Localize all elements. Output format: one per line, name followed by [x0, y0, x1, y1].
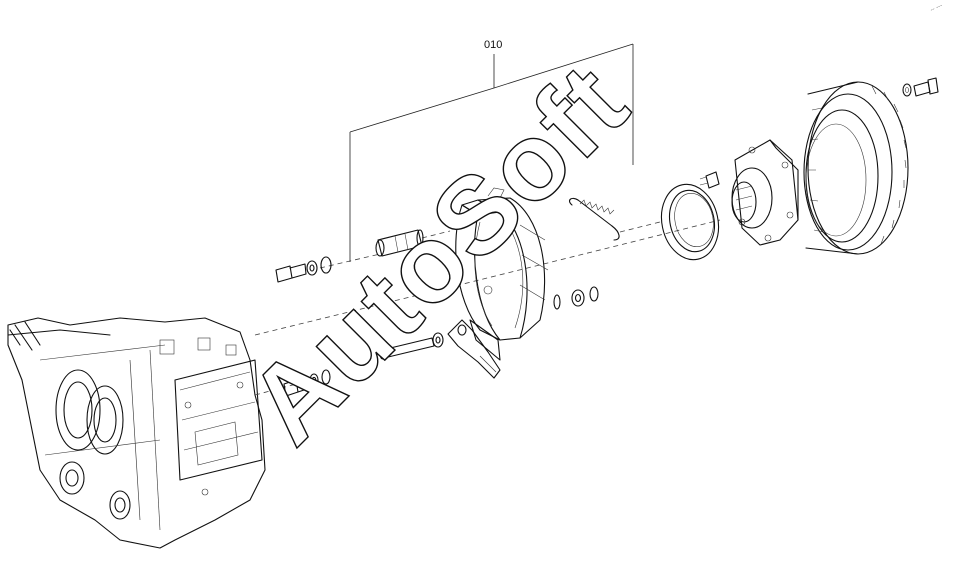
brake-shoe-assembly — [455, 187, 549, 361]
callout-label: 010 — [484, 39, 502, 51]
brake-pin — [375, 229, 424, 257]
callout-bracket: 010 — [349, 39, 634, 262]
watermark: AutoSoft — [225, 40, 652, 467]
drum-bolt — [902, 77, 939, 97]
bolt-upper-left — [275, 256, 332, 283]
seal-ring — [660, 183, 720, 261]
bolt-lower-left — [283, 369, 331, 397]
set-screw — [699, 171, 720, 189]
hub-flange — [731, 139, 799, 246]
actuating-lever — [447, 319, 501, 379]
lower-pin — [379, 332, 444, 360]
assembly-axis — [254, 219, 721, 336]
washer-set-middle — [553, 286, 599, 310]
brake-drum — [803, 81, 909, 255]
return-spring — [569, 197, 620, 241]
corner-mark: -- --- — [929, 2, 943, 14]
gearbox-housing — [7, 317, 266, 549]
